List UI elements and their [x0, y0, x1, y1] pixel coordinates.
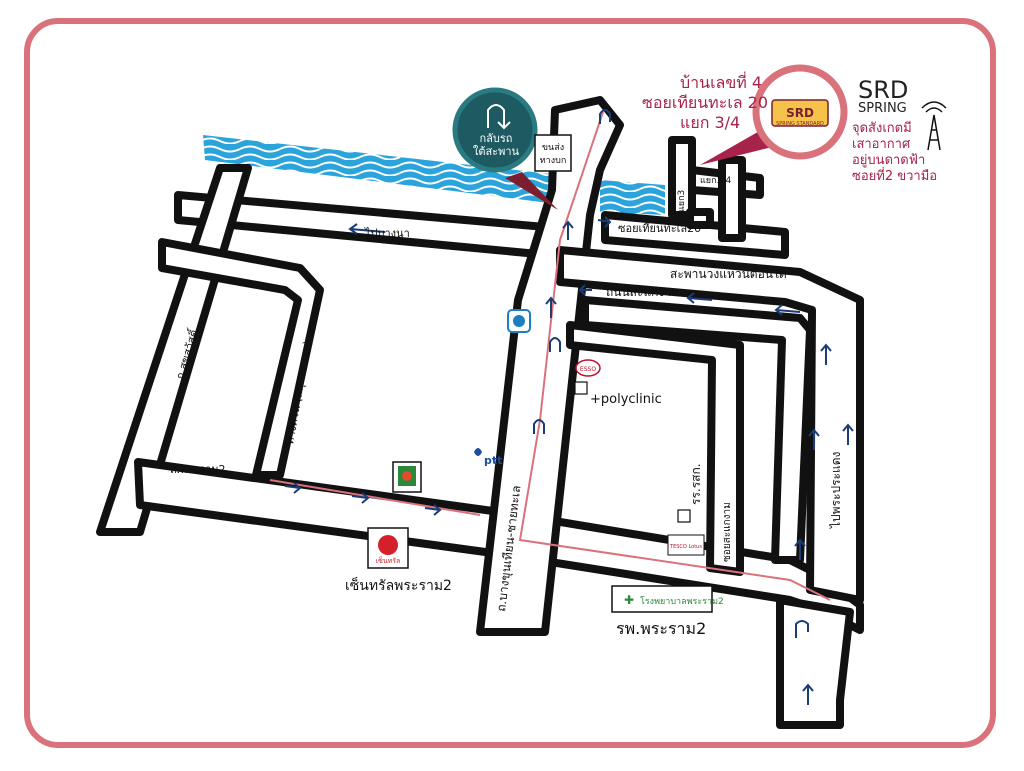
central-logo: เซ็นทรัล: [367, 527, 409, 569]
uturn-bubble: กลับรถ ใต้สะพาน: [452, 87, 558, 210]
right-arrow-icon: [597, 216, 612, 228]
label-yaek3: แยก3: [677, 190, 687, 212]
up-arrow-icon: [802, 683, 814, 705]
u-turn-arrow-icon: [533, 419, 545, 434]
left-arrow-icon: [686, 292, 713, 304]
u-turn-arrow-icon: [599, 109, 611, 124]
route-line: [518, 111, 831, 601]
address-line2: ซอยเทียนทะเล 20: [642, 93, 768, 112]
svg-text:ESSO: ESSO: [580, 366, 596, 373]
right-arrow-icon: [424, 504, 442, 516]
brand-note3: อยู่บนดาดฟ้า: [852, 153, 925, 168]
brand-name-bottom: SPRING: [858, 101, 907, 116]
label-rama2: ถ.พระราม2: [170, 463, 226, 476]
school-marker: [677, 509, 691, 523]
svg-text:TESCO Lotus: TESCO Lotus: [669, 544, 702, 550]
label-hospital: รพ.พระราม2: [616, 619, 706, 638]
svg-text:โรงพยาบาลพระราม2: โรงพยาบาลพระราม2: [640, 596, 724, 607]
tesco-lotus: TESCO Lotus: [667, 534, 705, 556]
label-samaedam-road: ถนนสะแกงาม: [606, 285, 679, 299]
svg-text:เซ็นทรัล: เซ็นทรัล: [376, 556, 401, 565]
label-central: เซ็นทรัลพระราม2: [345, 576, 452, 594]
svg-text:ptt: ptt: [484, 454, 502, 467]
left-arrow-icon: [348, 223, 386, 235]
polyclinic-marker: [574, 381, 588, 395]
up-arrow-icon: [794, 538, 806, 560]
left-arrow-icon: [578, 284, 592, 296]
up-arrow-icon: [562, 220, 574, 240]
brand-note1: จุดสังเกตมี: [852, 120, 912, 136]
uturn-line2: ใต้สะพาน: [473, 145, 520, 158]
label-soi-tientalay20: ซอยเทียนทะเล20: [618, 222, 701, 235]
ptt-station: ptt: [474, 448, 502, 467]
u-turn-arrow-icon: [795, 620, 809, 638]
label-soi-samaedam: ซอยสะแกงาม: [722, 502, 733, 562]
up-arrow-icon: [820, 343, 832, 365]
esso-station: ESSO: [575, 359, 601, 377]
u-turn-arrow-icon: [549, 337, 561, 352]
road-soi-east: [718, 156, 746, 242]
up-arrow-icon: [545, 296, 557, 318]
canal-water: [203, 135, 565, 205]
up-arrow-icon: [808, 428, 820, 450]
brand-name-top: SRD: [858, 76, 908, 104]
label-polyclinic: +polyclinic: [590, 392, 662, 407]
svg-text:ทางบก: ทางบก: [540, 156, 567, 166]
right-arrow-icon: [351, 492, 370, 504]
left-arrow-icon: [774, 304, 801, 316]
address-line3: แยก 3/4: [680, 113, 740, 132]
road-pai-south: [776, 596, 854, 729]
khonsong-box: ขนส่ง ทางบก: [534, 134, 572, 172]
seven-eleven-box: [392, 461, 422, 493]
up-arrow-icon: [842, 423, 854, 445]
label-pai-prapadaeng: ไปพระประแดง: [829, 452, 843, 529]
label-pai-bangna: ไปบางนา: [364, 227, 410, 240]
bangchak-station: [507, 309, 531, 333]
uturn-line1: กลับรถ: [480, 132, 513, 145]
right-arrow-icon: [284, 482, 302, 494]
canal-water-east: [600, 180, 665, 215]
srd-logo-sub: SPRING STANDARD: [776, 121, 824, 127]
address-line1: บ้านเลขที่ 4: [680, 71, 762, 92]
svg-text:ขนส่ง: ขนส่ง: [542, 143, 564, 153]
label-yaek34: แยก3-4: [700, 176, 731, 186]
svg-text:✚: ✚: [624, 593, 634, 607]
antenna-tower-icon: [921, 101, 947, 151]
direction-arrows: [284, 109, 854, 705]
brand-note2: เสาอากาศ: [852, 137, 911, 152]
brand-note4: ซอยที่2 ขวามือ: [852, 167, 937, 184]
srd-logo-bubble: SRD SPRING STANDARD: [700, 64, 848, 165]
u-turn-icon: [487, 104, 511, 130]
hospital-logo: ✚ โรงพยาบาลพระราม2: [611, 585, 724, 613]
road-yaek-stub: [686, 208, 714, 229]
label-school: รร.รสก.: [689, 463, 703, 505]
route-line-west: [269, 479, 481, 516]
srd-logo-text: SRD: [786, 106, 814, 120]
label-bridge-south: สะพานวงแหวนตอนใต้: [670, 267, 787, 281]
